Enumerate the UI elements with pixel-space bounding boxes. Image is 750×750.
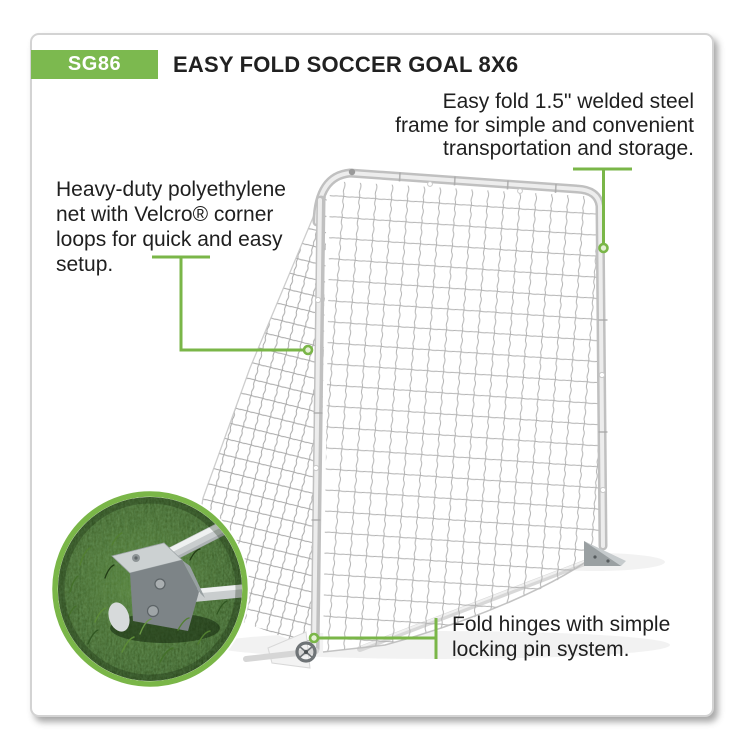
grass-blades: [67, 532, 228, 663]
callout-frame-line: Easy fold 1.5" welded steel: [442, 90, 694, 113]
callout-text-hinge: Fold hinges with simple locking pin syst…: [452, 612, 670, 662]
callout-lines: [152, 167, 632, 659]
left-base-hinge: [243, 631, 319, 669]
model-badge: SG86: [31, 50, 158, 79]
net-clips: [312, 181, 607, 494]
right-base-plate: [584, 541, 626, 566]
callout-net-line: net with Velcro® corner: [56, 203, 274, 226]
callout-line-hinge: [308, 618, 438, 659]
callout-line-frame: [573, 167, 632, 254]
callout-text-frame: Easy fold 1.5" welded steel frame for si…: [395, 90, 694, 161]
callout-dot-net: [302, 344, 314, 356]
corner-bracket: [108, 542, 205, 632]
callout-dot-hinge: [308, 632, 320, 644]
inset-green-ring: [52, 491, 248, 687]
tube-joints: [311, 172, 608, 521]
callout-frame-line: transportation and storage.: [443, 137, 694, 160]
frame-clamp: [348, 168, 356, 176]
callout-net-line: loops for quick and easy: [56, 228, 283, 251]
callout-text-net: Heavy-duty polyethylene net with Velcro®…: [56, 177, 286, 277]
callout-hinge-line: Fold hinges with simple: [452, 613, 671, 636]
callout-net-line: Heavy-duty polyethylene: [56, 178, 286, 201]
callout-net-line: setup.: [56, 253, 114, 276]
page-title: EASY FOLD SOCCER GOAL 8X6: [173, 52, 519, 77]
callout-frame-line: frame for simple and convenient: [395, 113, 694, 137]
callout-line-net: [152, 255, 314, 356]
goal-steel-frame: [243, 168, 626, 669]
hinge-inset-photo: [50, 489, 250, 689]
callout-hinge-line: locking pin system.: [452, 638, 630, 661]
callout-dot-frame: [598, 242, 609, 254]
goal-main-net: [322, 181, 604, 653]
